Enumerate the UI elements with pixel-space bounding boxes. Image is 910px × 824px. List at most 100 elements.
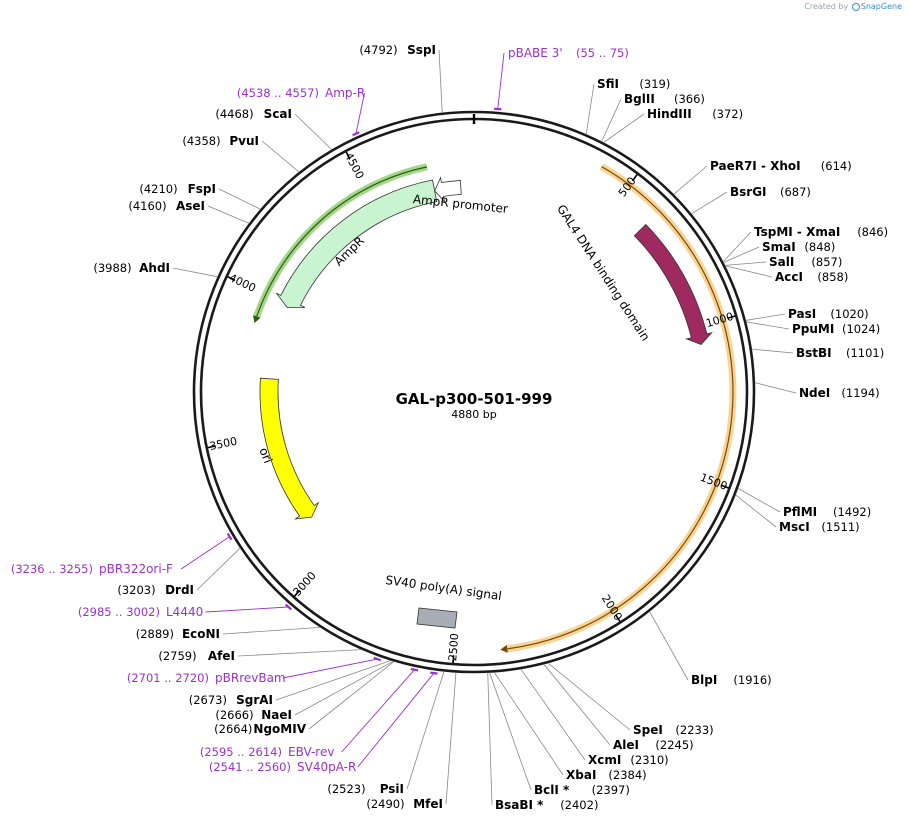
p300-insert-arrowhead bbox=[500, 644, 508, 653]
enzyme-site-ppumi[interactable]: PpuMI(1024) bbox=[746, 321, 880, 336]
enzyme-site-spei[interactable]: SpeI(2233) bbox=[547, 662, 714, 737]
credit-brand: SnapGene bbox=[860, 2, 902, 11]
gal4-dna-binding-domain-feature[interactable] bbox=[633, 223, 713, 346]
enzyme-leader-line bbox=[722, 231, 752, 263]
enzyme-position: (2889) bbox=[136, 627, 174, 641]
enzyme-site-acci[interactable]: AccI(858) bbox=[724, 265, 848, 284]
enzyme-site-alei[interactable]: AleI(2245) bbox=[543, 663, 694, 752]
enzyme-leader-line bbox=[585, 83, 595, 135]
enzyme-leader-line bbox=[487, 672, 493, 806]
primer-binding-mark bbox=[284, 603, 292, 611]
tick-label: 4000 bbox=[227, 271, 258, 295]
enzyme-site-paer7i-xhoi[interactable]: PaeR7I - XhoI(614) bbox=[673, 159, 852, 195]
enzyme-site-sfii[interactable]: SfiI(319) bbox=[585, 77, 670, 135]
ampr-orf-line bbox=[256, 166, 428, 317]
enzyme-leader-line bbox=[724, 265, 773, 278]
primer-name: pBRrevBam bbox=[215, 671, 286, 685]
primer-ebv-rev[interactable]: EBV-rev(2595 .. 2614) bbox=[200, 667, 419, 759]
primer-pbr322ori-f[interactable]: pBR322ori-F(3236 .. 3255) bbox=[11, 532, 233, 576]
enzyme-leader-line bbox=[222, 626, 321, 635]
enzyme-site-naei[interactable]: NaeI (2666) bbox=[215, 660, 394, 722]
enzyme-site-sali[interactable]: SalI(857) bbox=[724, 255, 842, 269]
enzyme-site-bstbi[interactable]: BstBI(1101) bbox=[751, 346, 885, 360]
enzyme-site-psii[interactable]: PsiI(2523) bbox=[327, 671, 445, 796]
primer-binding-mark bbox=[373, 656, 382, 662]
enzyme-leader-line bbox=[493, 672, 564, 776]
enzyme-site-mfei[interactable]: MfeI(2490) bbox=[366, 672, 457, 811]
primer-l4440[interactable]: L4440 (2985 .. 3002) bbox=[78, 603, 292, 619]
enzyme-site-sgrai[interactable]: SgrAI(2673) bbox=[189, 660, 392, 707]
enzyme-leader-line bbox=[294, 113, 333, 150]
enzyme-leader-line bbox=[601, 98, 622, 142]
enzyme-site-bcli[interactable]: BclI *(2397) bbox=[489, 672, 630, 797]
enzyme-site-asei[interactable]: AseI(4160) bbox=[128, 199, 250, 224]
enzyme-site-pflmi[interactable]: PflMI(1492) bbox=[737, 488, 871, 519]
enzyme-site-bsrgi[interactable]: BsrGI(687) bbox=[691, 185, 811, 215]
credit-prefix: Created by bbox=[804, 2, 849, 11]
enzyme-site-pvui[interactable]: PvuI(4358) bbox=[182, 134, 300, 173]
enzyme-name: NaeI bbox=[261, 708, 292, 722]
enzyme-position: (2310) bbox=[630, 753, 668, 767]
enzyme-site-fspi[interactable]: FspI(4210) bbox=[139, 182, 261, 210]
enzyme-site-scai[interactable]: ScaI(4468) bbox=[215, 107, 333, 150]
primer-pbrrevbam[interactable]: pBRrevBam(2701 .. 2720) bbox=[127, 656, 382, 685]
p300-insert-line bbox=[507, 166, 734, 650]
enzyme-position: (848) bbox=[804, 240, 835, 254]
highlight-arcs bbox=[252, 163, 737, 653]
enzyme-name: MscI bbox=[779, 520, 810, 534]
enzyme-position: (2664) bbox=[214, 722, 252, 736]
enzyme-position: (2233) bbox=[675, 723, 713, 737]
enzyme-name: SspI bbox=[407, 43, 436, 57]
ampr-feature[interactable] bbox=[275, 179, 438, 308]
tick-label: 2500 bbox=[446, 633, 461, 662]
enzyme-site-hindiii[interactable]: HindIII(372) bbox=[603, 107, 744, 143]
enzyme-position: (3203) bbox=[117, 583, 155, 597]
primer-pbabe-3[interactable]: pBABE 3'(55 .. 75) bbox=[494, 46, 629, 111]
enzyme-site-bsabi[interactable]: BsaBI *(2402) bbox=[487, 672, 599, 812]
ampr-promoter-label: AmpR promoter bbox=[412, 192, 508, 216]
primer-amp-r[interactable]: Amp-R(4538 .. 4557) bbox=[237, 86, 365, 137]
enzyme-leader-line bbox=[754, 382, 797, 394]
enzyme-leader-line bbox=[520, 668, 586, 761]
enzyme-name: BglII bbox=[624, 92, 655, 106]
enzyme-site-smai[interactable]: SmaI(848) bbox=[723, 240, 835, 263]
tick-mark bbox=[345, 151, 351, 160]
enzyme-leader-line bbox=[751, 348, 794, 354]
enzyme-site-tspmi-xmai[interactable]: TspMI - XmaI(846) bbox=[722, 225, 888, 263]
tick-mark bbox=[631, 173, 638, 182]
primer-range: (2985 .. 3002) bbox=[78, 605, 160, 619]
enzyme-position: (1511) bbox=[821, 520, 859, 534]
enzyme-site-blpi[interactable]: BlpI(1916) bbox=[649, 611, 772, 687]
enzyme-position: (2666) bbox=[215, 708, 253, 722]
primer-name: L4440 bbox=[166, 605, 203, 619]
ori-feature[interactable] bbox=[259, 377, 320, 520]
enzyme-site-econi[interactable]: EcoNI(2889) bbox=[136, 626, 321, 641]
ampr-promoter-feature[interactable] bbox=[434, 176, 462, 203]
enzyme-leader-line bbox=[745, 313, 786, 321]
enzyme-name: FspI bbox=[188, 182, 216, 196]
enzyme-site-afei[interactable]: AfeI(2759) bbox=[158, 649, 362, 663]
enzyme-name: AhdI bbox=[139, 261, 170, 275]
primer-sv40pa-r[interactable]: SV40pA-R(2541 .. 2560) bbox=[209, 671, 438, 774]
enzyme-site-ngomiv[interactable]: NgoMIV(2664) bbox=[214, 661, 395, 736]
enzyme-site-pasi[interactable]: PasI(1020) bbox=[745, 307, 869, 321]
sv40-poly-a-signal-feature[interactable] bbox=[416, 607, 458, 629]
enzyme-site-sspi[interactable]: SspI(4792) bbox=[359, 43, 443, 113]
enzyme-leader-line bbox=[649, 611, 689, 681]
primer-range: (2595 .. 2614) bbox=[200, 745, 282, 759]
snapgene-credit: Created by SnapGene bbox=[804, 2, 902, 11]
enzyme-leader-line bbox=[603, 113, 645, 143]
enzyme-site-xcmi[interactable]: XcmI(2310) bbox=[520, 668, 669, 767]
enzyme-site-ndei[interactable]: NdeI(1194) bbox=[754, 382, 880, 400]
enzyme-site-msci[interactable]: MscI (1511) bbox=[735, 494, 860, 534]
backbone-outer-circle bbox=[192, 110, 756, 674]
enzyme-site-drdi[interactable]: DrdI(3203) bbox=[117, 547, 241, 597]
enzyme-site-ahdi[interactable]: AhdI(3988) bbox=[93, 261, 218, 278]
snapgene-logo-icon bbox=[851, 2, 860, 11]
tick-mark bbox=[727, 315, 736, 319]
enzyme-position: (4358) bbox=[182, 134, 220, 148]
enzyme-position: (319) bbox=[639, 77, 670, 91]
enzyme-site-xbai[interactable]: XbaI(2384) bbox=[493, 672, 647, 782]
enzyme-site-bglii[interactable]: BglII(366) bbox=[601, 92, 705, 142]
primer-binding-mark bbox=[352, 131, 360, 137]
